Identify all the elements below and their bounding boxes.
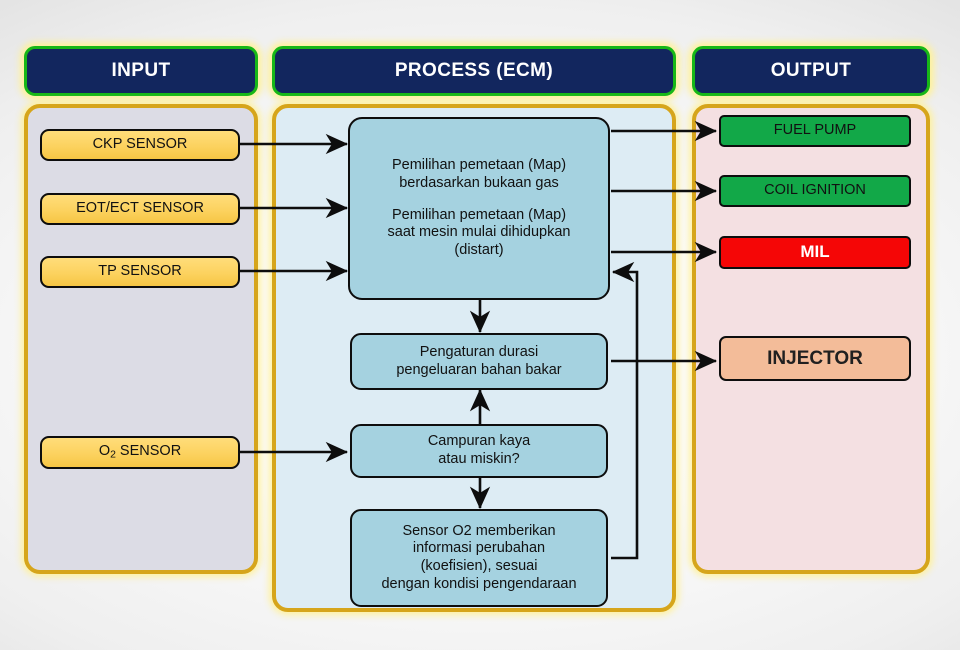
fuel-duration-line-1: Pengaturan durasi (419, 343, 539, 360)
output-box-injector[interactable]: INJECTOR (719, 336, 911, 381)
fuel-duration-line-2: pengeluaran bahan bakar (396, 361, 562, 378)
output-box-coil-ignition[interactable]: COIL IGNITION (719, 175, 911, 207)
o2-feedback-line-1: Sensor O2 memberikan (402, 522, 556, 539)
output-label-coil-ignition: COIL IGNITION (764, 182, 866, 199)
header-output-label: OUTPUT (770, 60, 852, 81)
sensor-label-ckp: CKP SENSOR (92, 136, 188, 153)
map-selection-line-2: berdasarkan bukaan gas (399, 174, 559, 191)
header-process: PROCESS (ECM) (272, 46, 676, 96)
process-box-o2-feedback[interactable]: Sensor O2 memberikan informasi perubahan… (350, 509, 608, 607)
mixture-check-line-1: Campuran kaya (427, 433, 531, 450)
mixture-check-line-2: atau miskin? (438, 451, 520, 467)
sensor-box-eot-ect[interactable]: EOT/ECT SENSOR (40, 193, 240, 225)
map-selection-line-4: saat mesin mulai dihidupkan (387, 224, 571, 241)
sensor-label-tp: TP SENSOR (98, 263, 182, 280)
panel-input (24, 104, 258, 574)
sensor-box-ckp[interactable]: CKP SENSOR (40, 129, 240, 161)
output-label-injector: INJECTOR (767, 347, 863, 369)
sensor-label-o2-subscript: 2 (110, 449, 116, 461)
process-box-mixture-check[interactable]: Campuran kaya atau miskin? (350, 424, 608, 478)
output-box-fuel-pump[interactable]: FUEL PUMP (719, 115, 911, 147)
sensor-box-o2[interactable]: O2 SENSOR (40, 436, 240, 469)
process-box-fuel-duration[interactable]: Pengaturan durasi pengeluaran bahan baka… (350, 333, 608, 390)
map-selection-line-5: (distart) (454, 242, 504, 259)
o2-feedback-line-2: informasi perubahan (412, 540, 546, 557)
map-selection-line-1: Pemilihan pemetaan (Map) (391, 157, 567, 174)
sensor-box-tp[interactable]: TP SENSOR (40, 256, 240, 288)
process-box-map-selection[interactable]: Pemilihan pemetaan (Map) berdasarkan buk… (348, 117, 610, 300)
o2-feedback-line-4: dengan kondisi pengendaraan (381, 575, 577, 592)
header-process-label: PROCESS (ECM) (394, 60, 554, 81)
sensor-label-o2: O2 SENSOR (98, 443, 182, 461)
output-label-fuel-pump: FUEL PUMP (773, 122, 857, 139)
header-input-label: INPUT (111, 60, 171, 81)
header-output: OUTPUT (692, 46, 930, 96)
output-box-mil[interactable]: MIL (719, 236, 911, 269)
header-input: INPUT (24, 46, 258, 96)
map-selection-line-3: Pemilihan pemetaan (Map) (391, 206, 567, 223)
sensor-label-eot-ect: EOT/ECT SENSOR (76, 200, 204, 217)
output-label-mil: MIL (800, 242, 830, 262)
o2-feedback-line-3: (koefisien), sesuai (420, 558, 538, 574)
